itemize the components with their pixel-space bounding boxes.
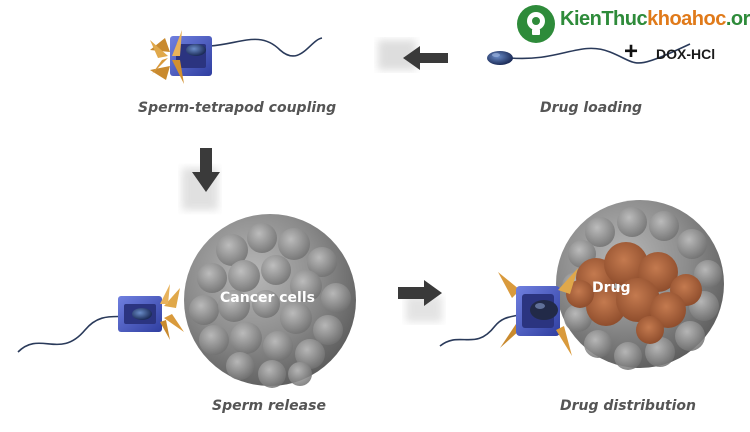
coupled-sperm-tetrapod	[150, 30, 323, 84]
lightbulb-icon	[517, 5, 555, 43]
plus-sign: +	[624, 38, 639, 65]
releasing-sperm-tetrapod	[17, 284, 184, 353]
arrow-left-icon	[378, 40, 448, 70]
drug-region	[566, 242, 702, 344]
caption-sperm-release: Sperm release	[212, 398, 326, 414]
cancer-cells-label: Cancer cells	[220, 290, 315, 306]
logo-part-kienthuc: KienThuc	[560, 8, 648, 30]
logo-text: KienThuckhoahoc.org	[560, 8, 750, 31]
caption-drug-loading: Drug loading	[540, 100, 643, 116]
cancer-cell-with-drug	[556, 200, 724, 370]
caption-sperm-tetrapod-coupling: Sperm-tetrapod coupling	[138, 100, 337, 116]
site-logo: KienThuckhoahoc.org	[516, 4, 750, 44]
caption-drug-distribution: Drug distribution	[560, 398, 697, 414]
logo-part-khoahoc: khoahoc	[647, 8, 726, 30]
free-sperm	[487, 43, 691, 65]
logo-part-org: .org	[725, 8, 750, 30]
dox-label: DOX-HCl	[656, 46, 716, 62]
docked-sperm-tetrapod	[439, 268, 578, 356]
drug-label: Drug	[592, 280, 631, 296]
arrow-right-icon	[398, 280, 442, 322]
arrow-down-icon	[182, 148, 220, 210]
cancer-cell-cluster	[184, 214, 356, 388]
